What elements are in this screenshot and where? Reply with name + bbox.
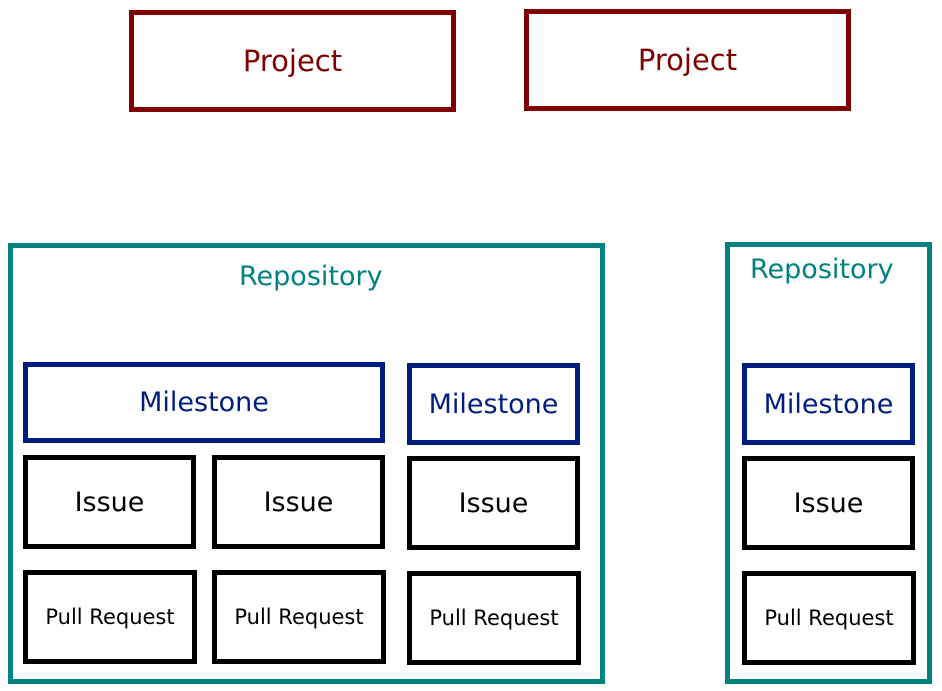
pull-request-label: Pull Request (45, 605, 175, 629)
milestone-box: Milestone (407, 363, 580, 445)
project-label: Project (637, 43, 738, 77)
issue-box: Issue (407, 456, 580, 550)
issue-label: Issue (458, 487, 529, 519)
issue-label: Issue (793, 487, 864, 519)
issue-box: Issue (212, 455, 385, 549)
project-box: Project (524, 9, 851, 111)
issue-label: Issue (74, 486, 145, 518)
milestone-label: Milestone (763, 388, 894, 420)
pull-request-box: Pull Request (742, 571, 916, 665)
milestone-label: Milestone (139, 387, 269, 418)
milestone-label: Milestone (428, 388, 559, 420)
pull-request-label: Pull Request (764, 606, 894, 630)
pull-request-label: Pull Request (429, 606, 559, 630)
milestone-box: Milestone (23, 362, 385, 443)
pull-request-box: Pull Request (212, 570, 386, 664)
issue-label: Issue (263, 486, 334, 518)
repository-label: Repository (750, 254, 894, 285)
pull-request-box: Pull Request (407, 571, 581, 665)
repository-label: Repository (239, 261, 383, 292)
pull-request-label: Pull Request (234, 605, 364, 629)
milestone-box: Milestone (742, 363, 915, 445)
project-box: Project (129, 10, 456, 112)
project-label: Project (242, 44, 343, 78)
pull-request-box: Pull Request (23, 570, 197, 664)
issue-box: Issue (23, 455, 196, 549)
issue-box: Issue (742, 456, 915, 550)
